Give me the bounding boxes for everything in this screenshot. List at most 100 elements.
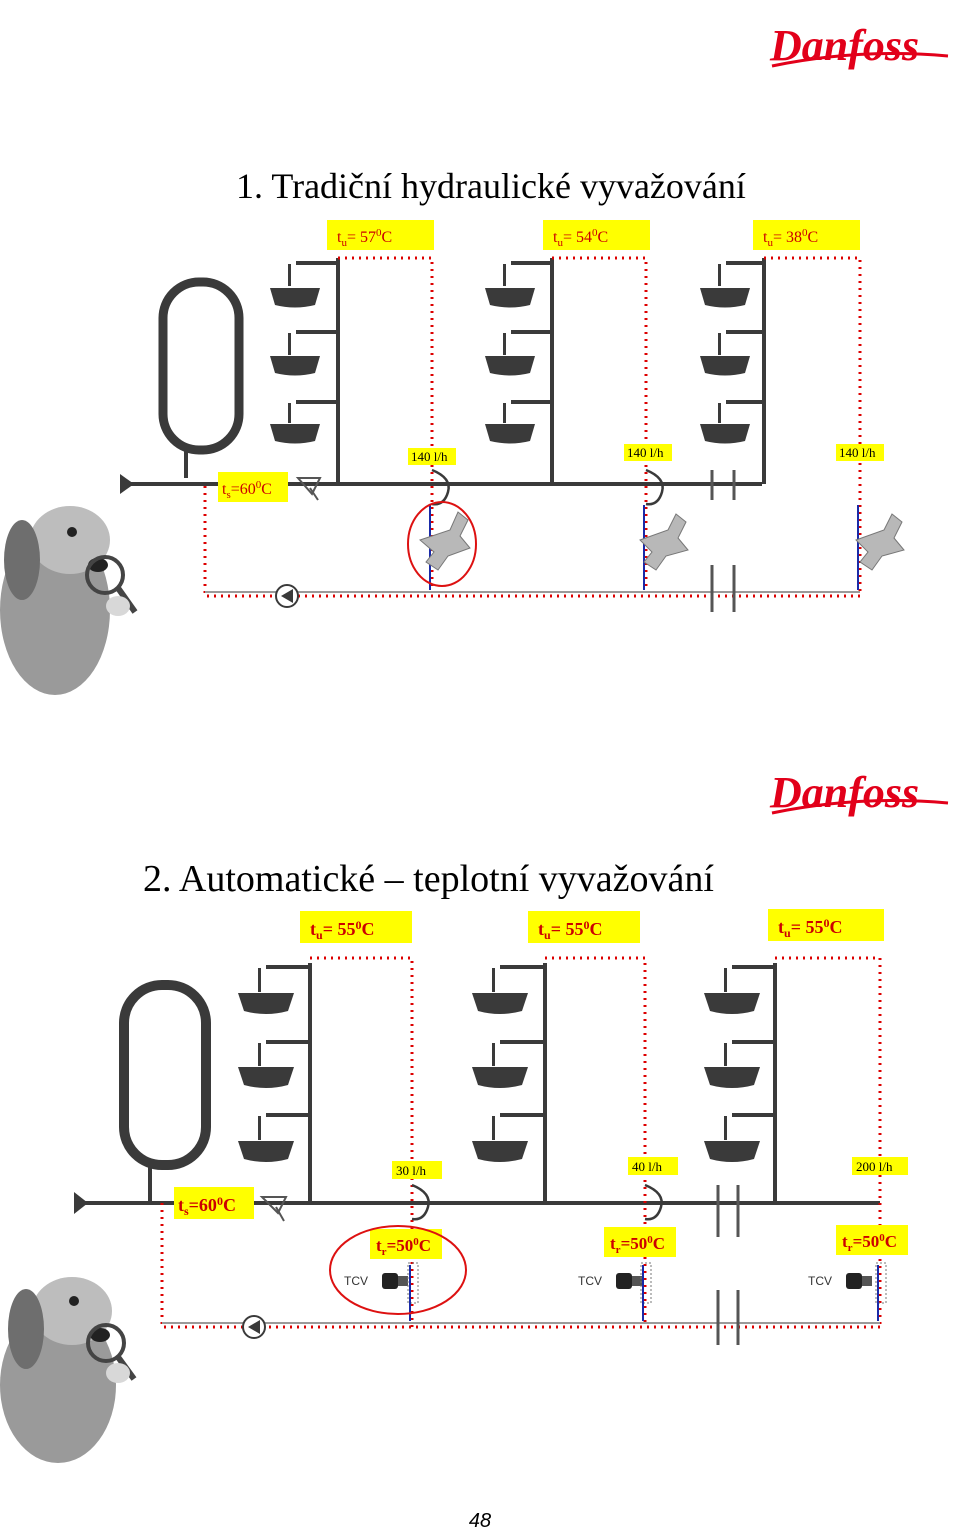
balancing-valve-icon xyxy=(855,513,905,571)
bathtub-group-2 xyxy=(485,264,535,444)
bathtub-icon xyxy=(238,1116,294,1162)
slide1-diagram: Danfoss 1. Tradiční hydraulické vyvažová… xyxy=(0,21,949,695)
svg-text:200 l/h: 200 l/h xyxy=(856,1159,893,1174)
slide2-diagram: Danfoss 2. Automatické – teplotní vyvažo… xyxy=(0,768,949,1463)
svg-text:tu= 380C: tu= 380C xyxy=(763,227,818,249)
danfoss-logo: Danfoss xyxy=(769,21,949,70)
bathtub-icon xyxy=(270,333,320,376)
bathtub-icon xyxy=(700,333,750,376)
return-risers-blue xyxy=(429,505,859,590)
supply-pipes xyxy=(296,258,766,486)
flow-label-2: 40 l/h xyxy=(628,1157,678,1175)
flow-label-1: 30 l/h xyxy=(392,1161,442,1179)
highlight-ring xyxy=(329,1225,467,1315)
bathtub-icon xyxy=(700,403,750,444)
bathtub-icon xyxy=(485,264,535,308)
supply-temp-label: ts=600C xyxy=(218,472,288,502)
riser-temp-label-2: tu= 540C xyxy=(543,220,650,250)
svg-text:ts=600C: ts=600C xyxy=(222,479,272,501)
flow-label-3: 200 l/h xyxy=(852,1157,908,1175)
bathtub-group-1 xyxy=(270,264,320,444)
highlight-ring xyxy=(407,501,477,587)
strainer-icon xyxy=(259,1196,288,1222)
slide2-title: 2. Automatické – teplotní vyvažování xyxy=(143,858,714,900)
tcv-valve-1: TCV xyxy=(344,1262,419,1304)
supply-temp-label: ts=600C xyxy=(174,1187,254,1219)
return-risers-blue xyxy=(409,1265,879,1321)
svg-text:140 l/h: 140 l/h xyxy=(411,449,448,464)
return-temp-label-3: tr=500C xyxy=(836,1225,908,1255)
bathtub-icon xyxy=(472,968,528,1014)
bathtub-icon xyxy=(270,264,320,308)
slide-automatic-balancing: Danfoss 2. Automatické – teplotní vyvažo… xyxy=(0,745,960,1485)
riser-temp-label-2: tu= 550C xyxy=(528,911,640,943)
danfoss-logo-text: Danfoss xyxy=(769,768,919,817)
svg-text:tu= 550C: tu= 550C xyxy=(310,918,374,942)
slide-traditional-balancing: Danfoss 1. Tradiční hydraulické vyvažová… xyxy=(0,0,960,740)
tcv-label: TCV xyxy=(578,1274,602,1288)
svg-text:tr=500C: tr=500C xyxy=(842,1232,897,1254)
tcv-label: TCV xyxy=(808,1274,832,1288)
bathtub-icon xyxy=(238,1043,294,1088)
expansion-joints xyxy=(710,470,736,612)
danfoss-logo-text: Danfoss xyxy=(769,21,919,70)
bathtub-icon xyxy=(270,403,320,444)
tcv-valve-3: TCV xyxy=(808,1262,887,1304)
svg-text:tu= 550C: tu= 550C xyxy=(778,916,842,940)
tcv-valve-icon xyxy=(616,1262,652,1304)
balancing-valve-icon xyxy=(419,511,471,571)
flow-label-3: 140 l/h xyxy=(836,444,884,461)
tcv-valve-icon xyxy=(846,1262,887,1304)
pump-icon xyxy=(242,1315,266,1339)
balancing-valve-icon xyxy=(639,513,689,571)
riser-temp-label-1: tu= 570C xyxy=(327,220,434,250)
tcv-label: TCV xyxy=(344,1274,368,1288)
svg-text:tu= 550C: tu= 550C xyxy=(538,918,602,942)
riser-temp-label-3: tu= 380C xyxy=(753,220,860,250)
boiler-tank-icon xyxy=(74,980,270,1214)
bathtub-icon xyxy=(704,1116,760,1162)
pump-icon xyxy=(275,584,299,608)
expansion-joints xyxy=(716,1185,740,1345)
dog-detective-mascot-icon xyxy=(0,1277,137,1463)
flow-loops xyxy=(431,468,664,506)
riser-temp-label-3: tu= 550C xyxy=(768,909,884,941)
tcv-valve-icon xyxy=(382,1262,419,1304)
svg-text:140 l/h: 140 l/h xyxy=(839,445,876,460)
svg-text:30 l/h: 30 l/h xyxy=(396,1163,426,1178)
svg-text:140 l/h: 140 l/h xyxy=(627,445,664,460)
bathtub-group-1 xyxy=(238,968,294,1162)
bathtub-icon xyxy=(704,1043,760,1088)
supply-pipes xyxy=(266,963,880,1205)
circulation-pipes xyxy=(160,956,882,1329)
bathtub-icon xyxy=(238,968,294,1014)
bathtub-icon xyxy=(700,264,750,308)
bathtub-icon xyxy=(485,403,535,444)
page-number: 48 xyxy=(468,1510,492,1532)
bathtub-icon xyxy=(472,1116,528,1162)
svg-text:tu= 540C: tu= 540C xyxy=(553,227,608,249)
svg-text:tu= 570C: tu= 570C xyxy=(337,227,392,249)
bathtub-icon xyxy=(485,333,535,376)
dog-detective-mascot-icon xyxy=(0,506,138,695)
slide1-title: 1. Tradiční hydraulické vyvažování xyxy=(236,166,746,206)
flow-label-1: 140 l/h xyxy=(408,448,456,465)
flow-loops xyxy=(411,1183,663,1221)
bathtub-group-2 xyxy=(472,968,528,1162)
svg-text:tr=500C: tr=500C xyxy=(610,1234,665,1256)
svg-text:40 l/h: 40 l/h xyxy=(632,1159,662,1174)
flow-label-2: 140 l/h xyxy=(624,444,672,461)
return-temp-label-2: tr=500C xyxy=(604,1227,676,1257)
return-temp-label-1: tr=500C xyxy=(370,1229,442,1259)
strainer-icon xyxy=(295,477,322,501)
svg-text:ts=600C: ts=600C xyxy=(178,1194,236,1218)
circulation-pipes xyxy=(203,256,862,598)
bathtub-icon xyxy=(472,1043,528,1088)
riser-temp-label-1: tu= 550C xyxy=(300,911,412,943)
bathtub-group-3 xyxy=(704,968,760,1162)
bathtub-group-3 xyxy=(700,264,750,444)
boiler-tank-icon xyxy=(120,277,300,494)
danfoss-logo: Danfoss xyxy=(769,768,949,817)
bathtub-icon xyxy=(704,968,760,1014)
tcv-valve-2: TCV xyxy=(578,1262,652,1304)
